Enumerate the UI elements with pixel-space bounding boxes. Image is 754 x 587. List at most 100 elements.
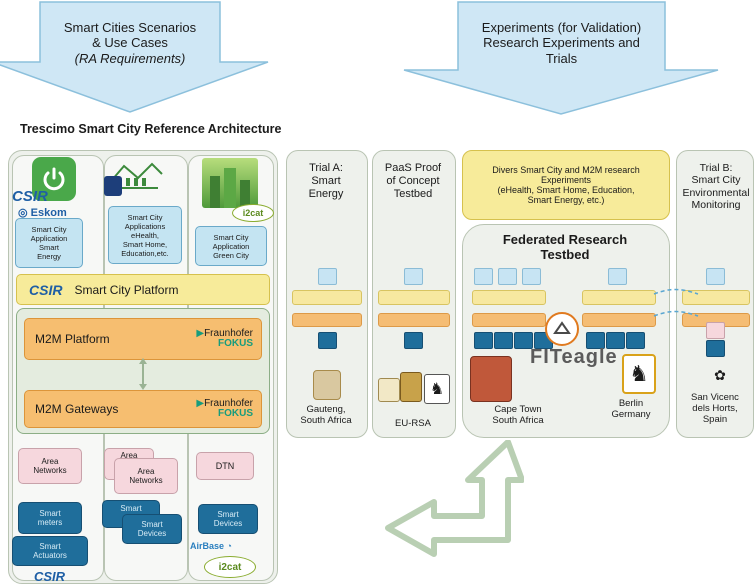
app-ehealth: Smart City Applications eHealth, Smart H…: [108, 206, 182, 264]
fraunhofer-logo-2: ▶Fraunhofer FOKUS: [196, 397, 253, 420]
university-shield-icon: [104, 176, 122, 196]
paas-app-square: [404, 268, 423, 285]
paas-line3: Testbed: [393, 187, 433, 200]
app3-line2: Application: [212, 241, 250, 251]
airbase-text: AirBase: [190, 541, 225, 551]
fed-app-square-3: [522, 268, 541, 285]
area-back-label: Area: [120, 451, 138, 460]
berlin-line1: Berlin: [618, 398, 644, 409]
feedback-arrow: [385, 440, 524, 557]
app1-line2: Application: [30, 234, 68, 243]
trial-a-line3: Energy: [308, 187, 344, 200]
app1-line1: Smart City: [31, 225, 67, 234]
trial-a-platform-bar: [292, 290, 362, 305]
right-down-arrow: [403, 1, 719, 115]
area-networks-2: Area Networks: [114, 458, 178, 494]
eskom-logo: ◎ Eskom: [18, 206, 67, 219]
smart-actuators: Smart Actuators: [12, 536, 88, 566]
trial-a-app-square: [318, 268, 337, 285]
drivers-line3: (eHealth, Smart Home, Education,: [497, 185, 635, 195]
cape-town-location: Cape Town South Africa: [478, 404, 558, 426]
drivers-line2: Experiments: [540, 175, 592, 185]
trial-b-area-square: [706, 322, 725, 339]
berlin-location: Berlin Germany: [596, 398, 666, 420]
fed-platform-bar-2: [582, 290, 656, 305]
berlin-coat-of-arms-icon: ♞: [622, 354, 656, 394]
federated-line2: Testbed: [540, 247, 590, 263]
paas-title: PaaS Proof of Concept Testbed: [372, 162, 454, 201]
app3-line3: Green City: [213, 250, 249, 260]
left-arrow-text: Smart Cities Scenarios & Use Cases (RA R…: [40, 20, 220, 66]
federation-links: [653, 288, 699, 317]
fiteagle-icon: [545, 312, 579, 346]
trial-a-title: Trial A: Smart Energy: [286, 162, 366, 201]
fraunhofer-text: Fraunhofer: [204, 327, 253, 339]
fed-m2m-bar-2: [582, 313, 656, 327]
left-arrow-line-2: & Use Cases: [92, 35, 168, 51]
smart-meters: Smart meters: [18, 502, 82, 534]
drivers-line4: Smart Energy, etc.): [527, 195, 605, 205]
fed-app-square-1: [474, 268, 493, 285]
fed-device-square-1: [474, 332, 493, 349]
sant-vicenc-logo-icon: ✿: [714, 366, 726, 383]
devices2-line1: Smart: [141, 520, 163, 529]
i2cat-logo-bottom: i2cat: [204, 556, 256, 578]
fraunhofer-text-2: Fraunhofer: [204, 397, 253, 409]
area2-line2: Networks: [129, 476, 163, 485]
app1-line3: Smart: [38, 243, 59, 252]
m2m-gateways-label: M2M Gateways: [35, 402, 119, 416]
csir-logo: CSIR: [12, 188, 48, 205]
trial-b-title: Trial B: Smart City Environmental Monito…: [676, 162, 754, 212]
cape-line1: Cape Town: [494, 404, 542, 415]
area1-line1: Area: [41, 457, 59, 466]
left-down-arrow: [0, 1, 269, 113]
fed-platform-bar-1: [472, 290, 546, 305]
app2-line4: Smart Home,: [122, 239, 168, 249]
app2-line3: eHealth,: [131, 230, 159, 240]
fed-app-square-4: [608, 268, 627, 285]
smart-devices-3: Smart Devices: [198, 504, 258, 534]
trial-b-loc2: dels Horts,: [692, 403, 738, 415]
paas-line1: PaaS Proof: [384, 162, 442, 174]
m2m-platform: M2M Platform ▶Fraunhofer FOKUS: [24, 318, 262, 360]
app1-line4: Energy: [37, 252, 61, 261]
drivers-line1: Divers Smart City and M2M research: [492, 165, 640, 175]
area-networks-1: Area Networks: [18, 448, 82, 484]
devices3-line2: Devices: [213, 519, 243, 528]
trial-b-line4: Monitoring: [691, 199, 741, 212]
airbase-icon: ◔: [226, 541, 232, 551]
trial-b-loc3: Spain: [702, 414, 728, 426]
trial-a-line1: Trial A:: [309, 162, 343, 174]
fokus-text: FOKUS: [218, 338, 253, 349]
smart-city-platform-label: Smart City Platform: [74, 282, 179, 297]
actuators-line2: Actuators: [33, 551, 67, 560]
gauteng-coat-of-arms-icon: [313, 370, 341, 400]
app-smart-energy: Smart City Application Smart Energy: [15, 218, 83, 268]
m2m-platform-label: M2M Platform: [35, 332, 110, 346]
airbase-logo: AirBase ◔: [190, 541, 232, 551]
trial-a-line2: Smart: [311, 174, 341, 187]
paas-device-square: [404, 332, 423, 349]
fraunhofer-logo: ▶Fraunhofer FOKUS: [196, 327, 253, 350]
berlin-bear-icon-small: ♞: [424, 374, 450, 404]
app-green-city: Smart City Application Green City: [195, 226, 267, 266]
diagram-title: Trescimo Smart City Reference Architectu…: [20, 122, 282, 136]
fed-device-square-2: [494, 332, 513, 349]
m2m-gateways: M2M Gateways ▶Fraunhofer FOKUS: [24, 390, 262, 428]
trial-a-location: Gauteng, South Africa: [286, 404, 366, 426]
trial-a-m2m-bar: [292, 313, 362, 327]
cape-line2: South Africa: [492, 415, 544, 427]
right-arrow-text: Experiments (for Validation) Research Ex…: [458, 20, 665, 66]
app3-line1: Smart City: [213, 232, 249, 242]
trial-b-device-square: [706, 340, 725, 357]
left-arrow-line-1: Smart Cities Scenarios: [63, 20, 197, 35]
fed-device-square-7: [626, 332, 645, 349]
area1-line2: Networks: [33, 466, 67, 475]
trial-a-loc2: South Africa: [300, 415, 352, 427]
federated-line1: Federated Research: [502, 232, 628, 247]
eskom-icon: ◎: [18, 207, 28, 219]
app2-line5: Education,etc.: [121, 248, 169, 258]
app2-line1: Smart City: [127, 212, 163, 222]
fraunhofer-icon-2: ▶: [196, 397, 205, 409]
smart-city-platform: CSIR Smart City Platform: [16, 274, 270, 305]
